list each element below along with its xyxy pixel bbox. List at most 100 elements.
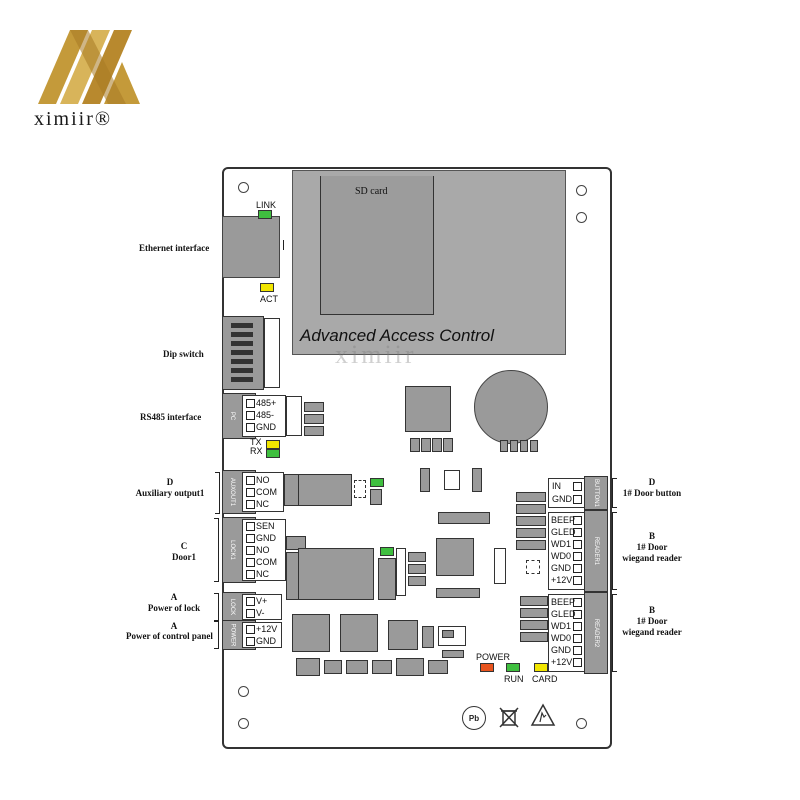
brand-logo [30, 28, 160, 138]
card-led-label: CARD [532, 674, 558, 684]
watermark: ximiir [335, 340, 417, 369]
aux-bracket [215, 472, 220, 514]
resistor [520, 620, 548, 630]
pc-pins: 485+ 485- GND [242, 395, 286, 437]
capacitor [510, 440, 518, 452]
mount-hole [238, 182, 249, 193]
dip-header [264, 318, 280, 388]
pin-wd1: WD1 [551, 539, 571, 549]
capacitor [428, 660, 448, 674]
resistor [304, 426, 324, 436]
capacitor [296, 658, 320, 676]
resistor [516, 528, 546, 538]
ethernet-mark [283, 240, 284, 250]
button-terminal-name: BUTTON1 [593, 479, 599, 507]
mount-hole [576, 185, 587, 196]
power-inductor [340, 614, 378, 652]
pin-no: NO [256, 475, 270, 485]
reader2-bracket [612, 594, 617, 672]
lock-power-label: Power of lock [147, 603, 201, 613]
dip-switch-label: Dip switch [163, 349, 204, 359]
link-led-label: LINK [256, 200, 277, 210]
mount-hole [238, 686, 249, 697]
button-terminal: BUTTON1 [584, 476, 608, 510]
ethernet-port [222, 216, 280, 278]
door1-bracket [214, 518, 219, 582]
sd-card [320, 176, 434, 315]
smd-row [436, 588, 480, 598]
pin-12v: +12V [551, 657, 573, 667]
rs485-component [286, 396, 302, 436]
reader2-terminal-name: READER2 [593, 618, 599, 648]
reader1-label-line1: 1# Door [636, 542, 668, 552]
reader1-terminal-name: READER1 [593, 536, 599, 566]
resistor [516, 516, 546, 526]
rectifier-mark [442, 630, 454, 638]
pin-beep: BEEP [551, 597, 576, 607]
resistor [520, 608, 548, 618]
ethernet-interface-label: Ethernet interface [139, 243, 210, 253]
smd-part [354, 480, 366, 498]
panel-power-label: Power of control panel [126, 631, 213, 641]
link-led [258, 210, 272, 219]
resistor [304, 414, 324, 424]
resistor-array [472, 468, 482, 492]
pin-v-minus: V- [256, 608, 265, 618]
pin-v-plus: V+ [256, 596, 268, 606]
capacitor [443, 438, 453, 452]
power-led [480, 663, 494, 672]
pin-in: IN [552, 481, 561, 491]
lead-free-icon: Pb [462, 706, 486, 730]
door1-letter: C [180, 541, 188, 551]
door-button-label: 1# Door button [622, 488, 682, 498]
capacitor [410, 438, 420, 452]
capacitor [324, 660, 342, 674]
reader-interface-chip [436, 538, 474, 576]
backup-battery [474, 370, 548, 444]
pin-no: NO [256, 545, 270, 555]
pin-gnd: GND [256, 533, 276, 543]
capacitor [432, 438, 442, 452]
aux-output-label: Auxiliary output1 [135, 488, 205, 498]
panel-power-terminal-name: POWER [229, 623, 236, 647]
aux-led [370, 478, 384, 487]
reader1-bracket [612, 512, 617, 590]
resistor [408, 564, 426, 574]
mount-hole [576, 718, 587, 729]
pin-com: COM [256, 557, 277, 567]
pin-gnd: GND [551, 645, 571, 655]
button-bracket [612, 478, 617, 508]
rs485-interface-label: RS485 interface [140, 412, 202, 422]
capacitor [520, 440, 528, 452]
main-processor-chip [405, 386, 451, 432]
reader2-pins: BEEP GLED WD1 WD0 GND +12V [548, 594, 586, 672]
brand-logo-mark-icon [38, 30, 140, 104]
reader1-label-line2: wiegand reader [622, 553, 682, 563]
power-inductor [292, 614, 330, 652]
pin-485-plus: 485+ [256, 398, 277, 408]
capacitor [530, 440, 538, 452]
pin-gnd: GND [256, 636, 276, 646]
resistor [442, 650, 464, 658]
fuse [378, 558, 396, 600]
diode [286, 536, 306, 550]
panel-power-letter: A [170, 621, 178, 631]
aux-relay [298, 474, 352, 506]
lock-power-letter: A [170, 592, 178, 602]
lock-led [380, 547, 394, 556]
panel-power-bracket [214, 621, 219, 649]
pin-gled: GLED [551, 609, 576, 619]
resistor [516, 540, 546, 550]
power-led-label: POWER [476, 652, 511, 662]
board-title: Advanced Access Control [300, 326, 495, 345]
resistor [516, 504, 546, 514]
capacitor [500, 440, 508, 452]
lock-power-bracket [214, 593, 219, 621]
tx-led [266, 440, 280, 449]
lock1-pins: SEN GND NO COM NC [242, 519, 286, 581]
pin-nc: NC [256, 569, 269, 579]
lock-power-terminal-name: LOCK [229, 598, 235, 616]
pc-terminal-name: PC [229, 411, 235, 421]
resistor [304, 402, 324, 412]
pin-12v: +12V [256, 624, 278, 634]
